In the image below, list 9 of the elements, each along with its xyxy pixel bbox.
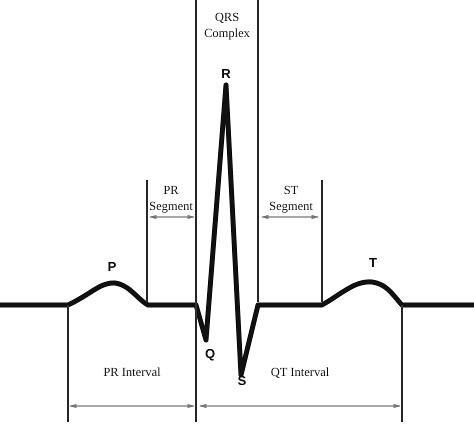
interval-label: QRS Complex [203,10,251,42]
wave-label: T [369,255,377,272]
interval-label: ST Segment [268,183,314,214]
interval-label: QT Interval [270,365,330,381]
wave-label: Q [204,346,216,362]
wave-label: R [221,66,231,82]
wave-label: P [108,259,116,276]
interval-label: PR Segment [148,183,194,214]
interval-label: PR Interval [102,365,162,381]
